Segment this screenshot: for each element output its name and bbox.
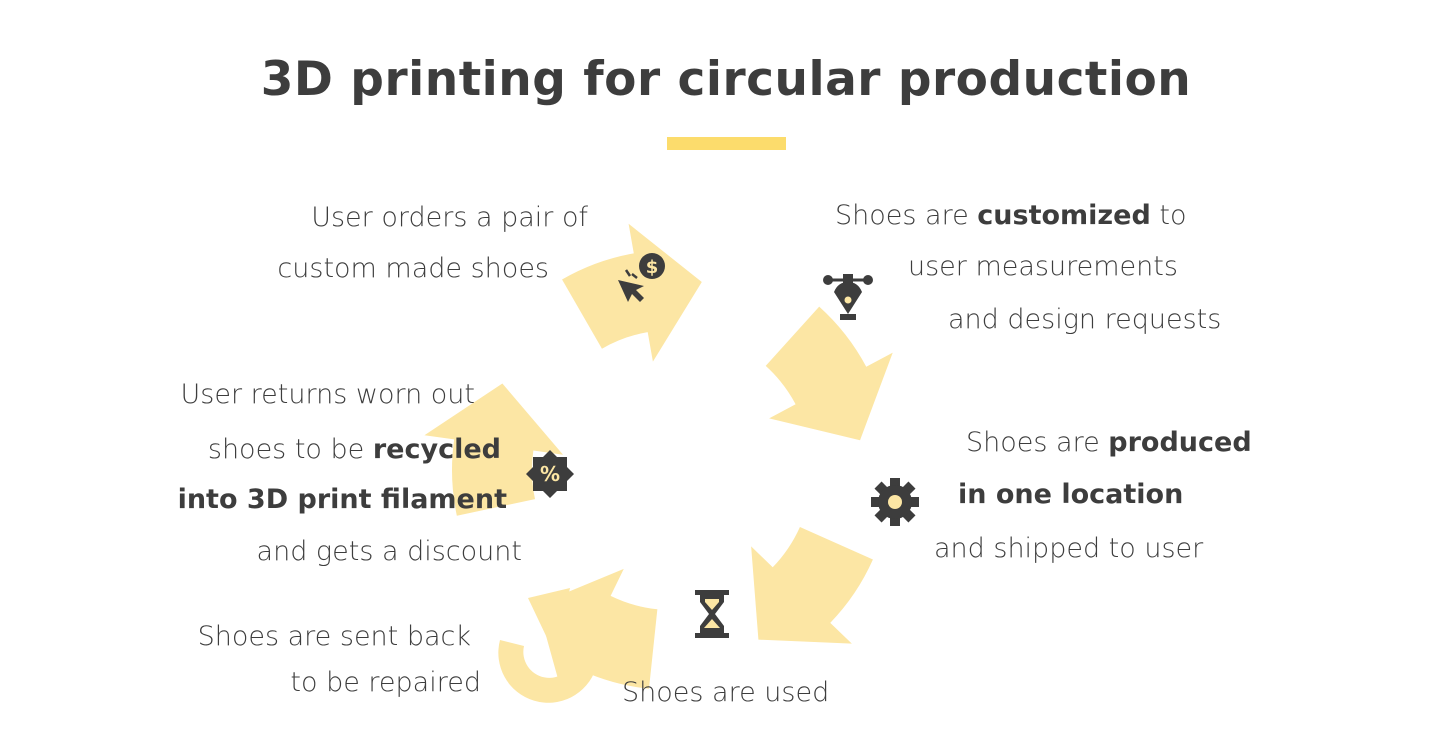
gear-icon [871,478,919,526]
step-customize-line-1-pre: Shoes are [835,200,978,231]
page-title: 3D printing for circular production [260,52,1192,107]
arrow-segment-produce [708,492,905,689]
step-produce-line-1: Shoes are produced [966,426,1252,460]
step-customize-line-1-bold: customized [977,200,1151,231]
step-order-line-2: custom made shoes [277,253,549,284]
step-recycle-line-4: and gets a discount [256,536,522,567]
step-use-line-1: Shoes are used [622,677,830,708]
step-recycle-line-3: into 3D print filament [178,483,507,517]
step-produce-line-3: and shipped to user [934,533,1204,564]
step-customize-line-3: and design requests [948,304,1222,335]
arrow-segment-customize [733,286,922,474]
step-produce-line-2-bold: in one location [958,479,1184,510]
step-order-line-1: User orders a pair of [311,202,588,233]
svg-text:%: % [540,462,560,486]
step-customize-line-2: user measurements [908,251,1178,282]
circular-arrow-icon [498,588,599,703]
step-produce-line-2: in one location [958,478,1183,512]
pen-tool-icon [823,274,873,320]
cursor-dollar-icon: $ [618,253,665,302]
step-produce-line-1-bold: produced [1108,427,1252,458]
step-repair-line-1: Shoes are sent back [197,621,471,652]
step-produce-line-1-pre: Shoes are [966,427,1109,458]
discount-badge-icon: % [526,450,574,498]
step-customize-line-1: Shoes are customized to [835,199,1186,233]
step-recycle-line-2: shoes to be recycled [208,433,501,467]
step-recycle-line-1: User returns worn out [180,379,475,410]
step-customize-line-1-post: to [1150,200,1187,231]
svg-text:$: $ [646,257,659,278]
hourglass-icon [695,590,729,638]
step-repair-line-2: to be repaired [290,667,481,698]
step-recycle-line-3-bold: into 3D print filament [177,484,507,515]
title-underline [667,137,786,150]
step-recycle-line-2-pre: shoes to be [207,434,373,465]
step-recycle-line-2-bold: recycled [372,434,501,465]
